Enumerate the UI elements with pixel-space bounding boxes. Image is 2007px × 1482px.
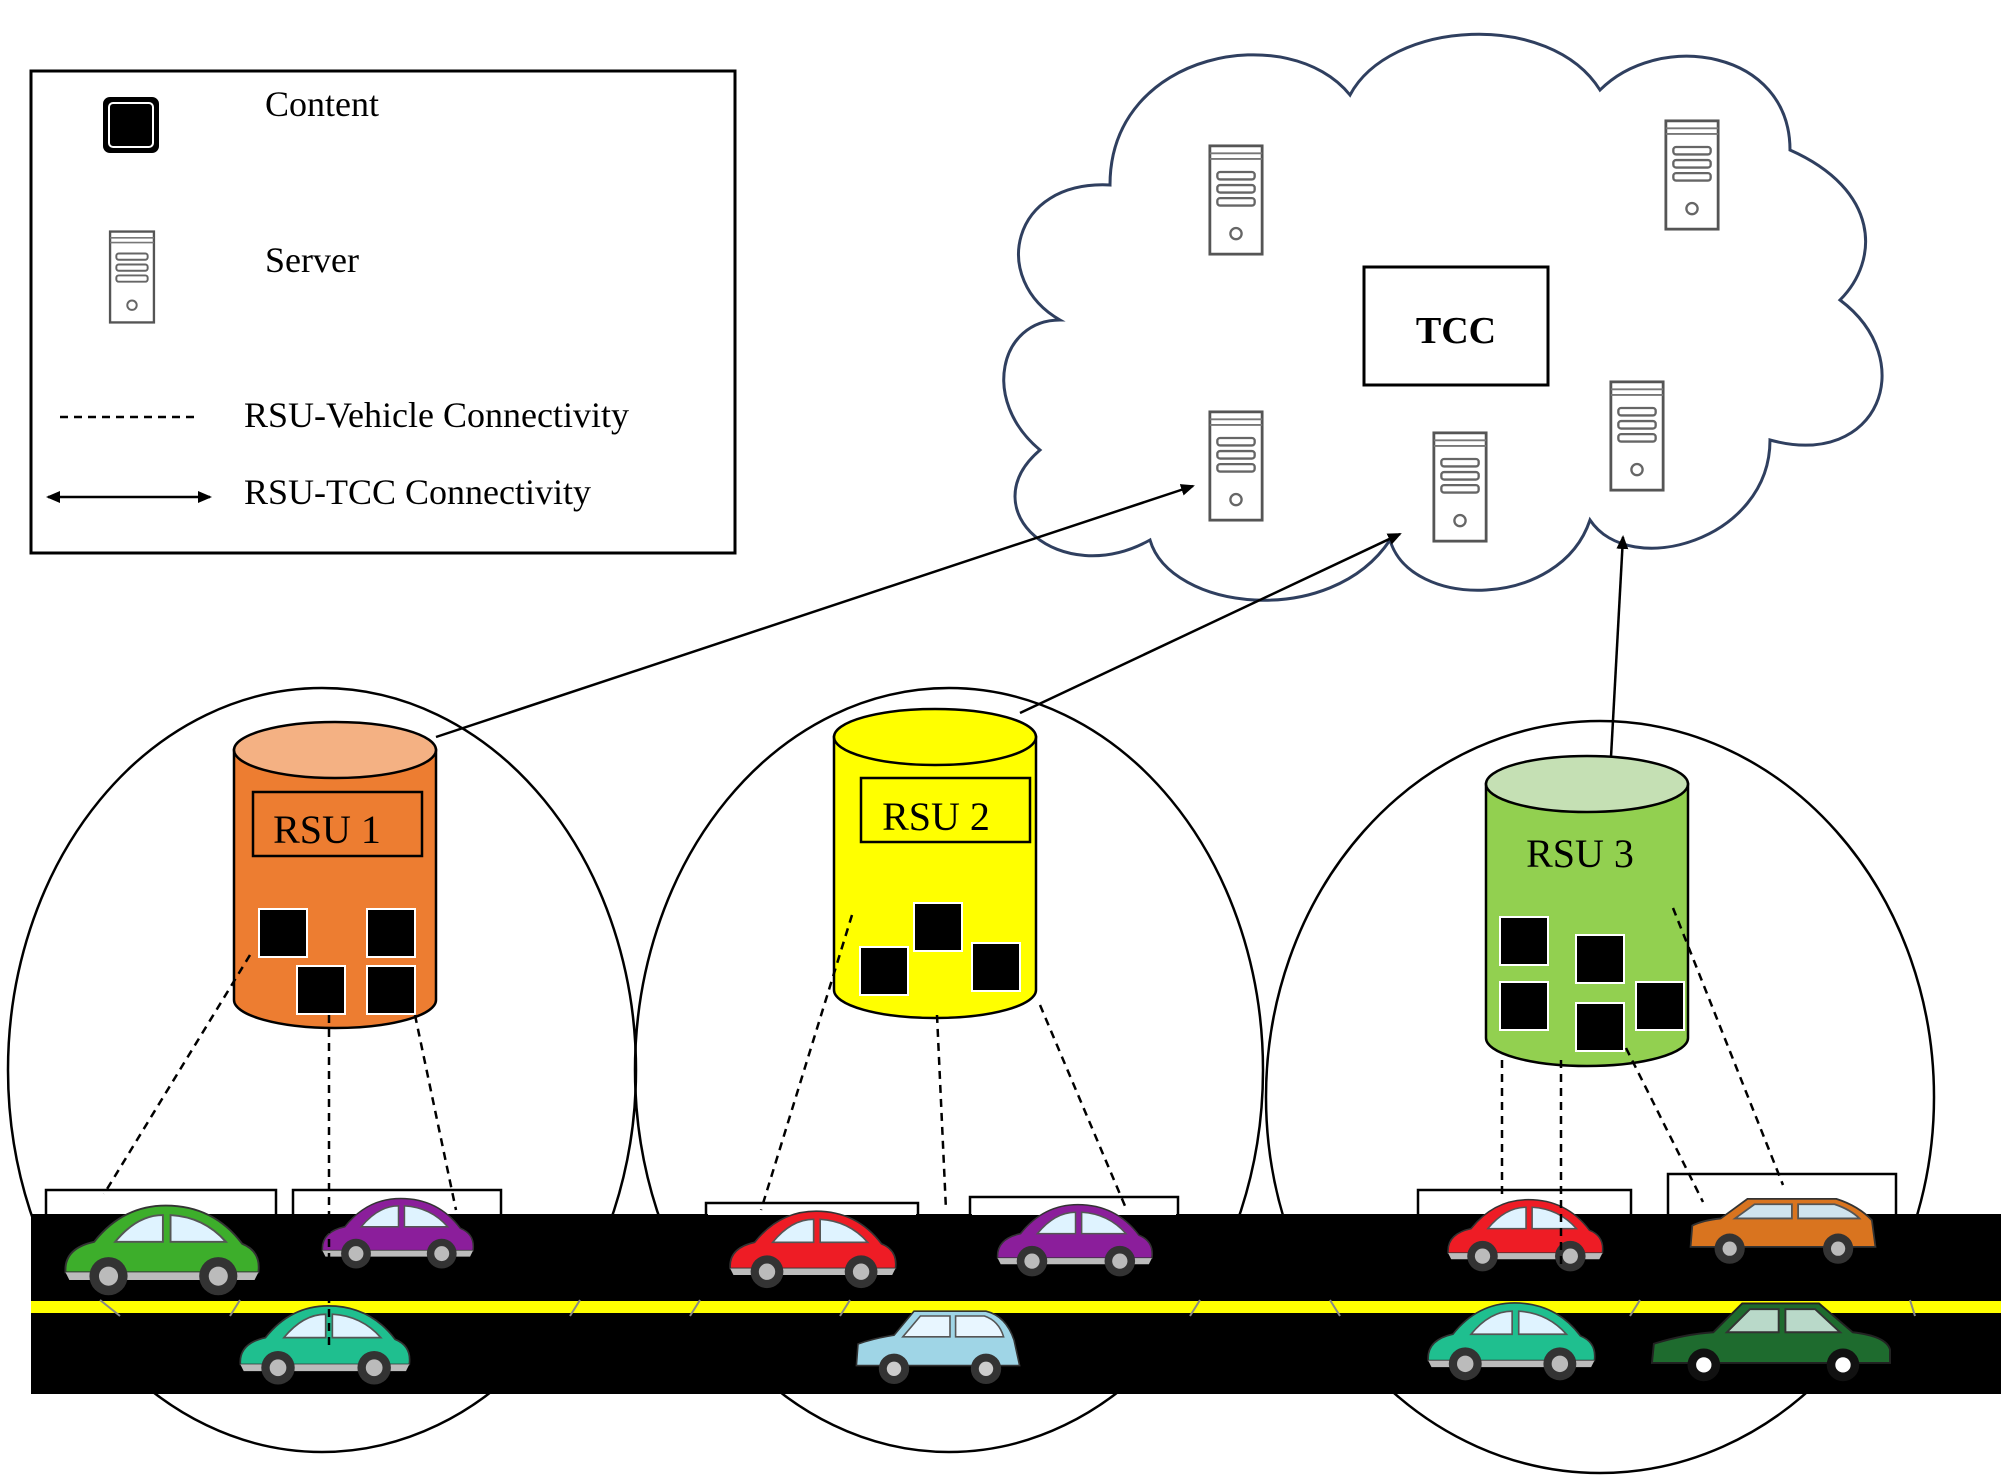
rsu-1-label: RSU 1 xyxy=(273,807,381,852)
rsu-1: RSU 1 xyxy=(232,720,438,1030)
rsu-3: RSU 3 xyxy=(1484,754,1690,1068)
rsu-3-vehicle-link xyxy=(1624,1047,1705,1203)
rsu-3-vehicle-link xyxy=(1671,907,1785,1186)
rsu-2-tcc-link xyxy=(1019,532,1402,715)
rsu-1-top xyxy=(232,720,438,780)
content-block xyxy=(971,942,1021,992)
rsu-2-vehicle-link xyxy=(935,1014,948,1211)
rsu-3-top xyxy=(1484,754,1690,814)
content-block xyxy=(366,908,416,958)
rsu-3-tcc-link xyxy=(1609,535,1629,758)
cloud-server-icon xyxy=(1208,410,1264,522)
legend-rsu-vehicle-label: RSU-Vehicle Connectivity xyxy=(244,395,629,435)
cloud-server-icon xyxy=(1208,144,1264,256)
rsu-2-vehicle-link xyxy=(1038,1004,1127,1207)
tcc-label: TCC xyxy=(1416,310,1496,352)
rsu-3-label: RSU 3 xyxy=(1526,831,1634,876)
cloud: TCC xyxy=(1002,32,1884,602)
server-icon xyxy=(108,230,156,324)
legend-server-label: Server xyxy=(265,240,359,280)
content-block xyxy=(1499,916,1549,966)
rsu-2: RSU 2 xyxy=(832,707,1038,1020)
cloud-server-icon xyxy=(1432,431,1488,543)
rsu-1-vehicle-link xyxy=(413,1014,458,1211)
content-block xyxy=(1635,981,1685,1031)
content-block xyxy=(1499,981,1549,1031)
legend-content-label: Content xyxy=(265,84,379,124)
content-block xyxy=(296,965,346,1015)
rsu-2-label: RSU 2 xyxy=(882,794,990,839)
rsu-1-tcc-link xyxy=(435,484,1195,739)
content-block xyxy=(258,908,308,958)
rsu-2-label-box xyxy=(859,776,1032,844)
cloud-server-icon xyxy=(1609,380,1665,492)
content-block xyxy=(859,946,909,996)
cloud-server-icon xyxy=(1664,119,1720,231)
content-block xyxy=(366,965,416,1015)
legend-rsu-tcc-label: RSU-TCC Connectivity xyxy=(244,472,591,512)
content-block xyxy=(913,902,963,952)
rsu-1-label-box xyxy=(251,790,424,858)
rsu-2-top xyxy=(832,707,1038,767)
tcc-box xyxy=(1362,265,1550,387)
rsu-2-vehicle-link xyxy=(759,914,854,1211)
rsu-vehicle-links xyxy=(102,907,1785,1348)
rsu-1-vehicle-link xyxy=(102,954,252,1195)
content-block xyxy=(1575,934,1625,984)
content-icon xyxy=(103,97,159,153)
legend: Content Server RSU-Vehicle Connectivity … xyxy=(29,69,737,555)
rsu-3-coverage xyxy=(1264,719,1936,1475)
rsu-2-coverage xyxy=(633,686,1265,1454)
content-block xyxy=(1575,1002,1625,1052)
